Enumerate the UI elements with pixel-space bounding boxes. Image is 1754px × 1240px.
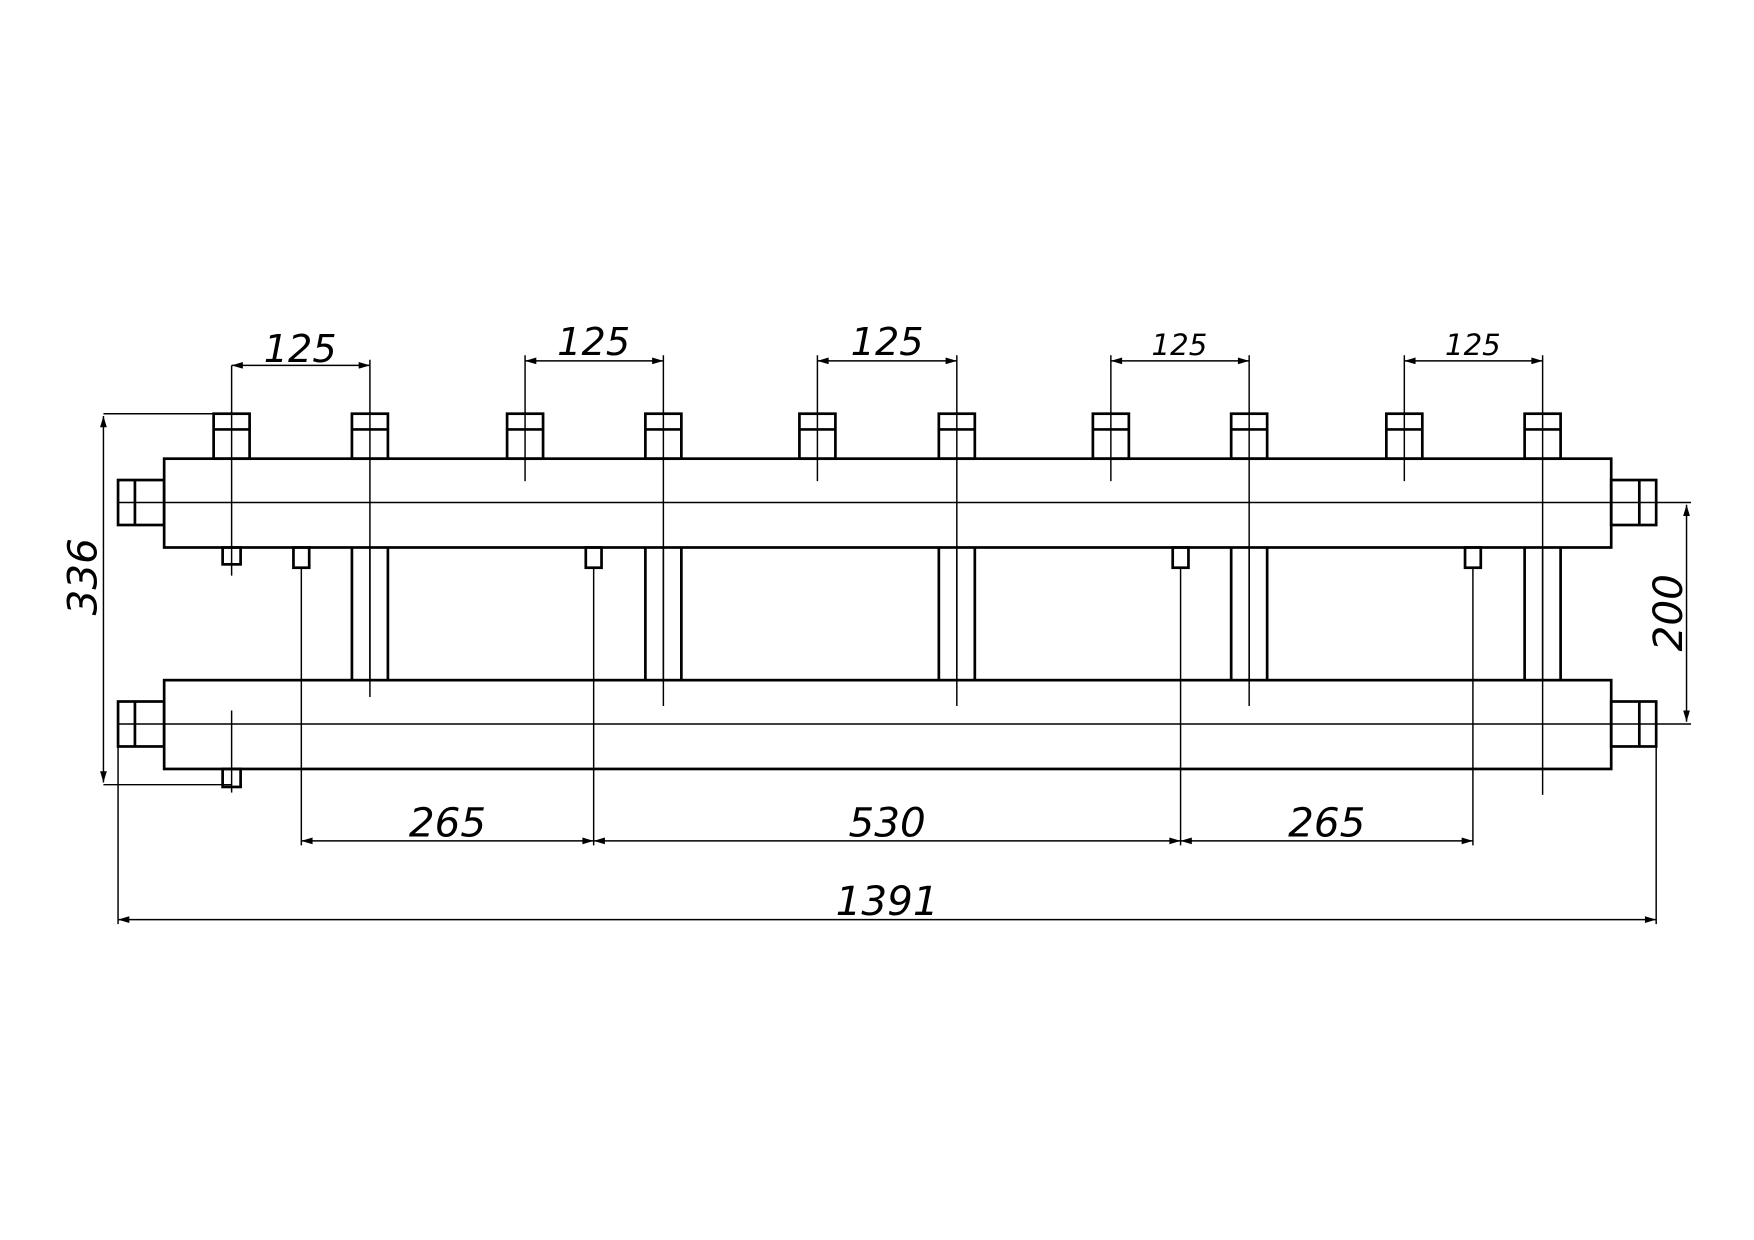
dim-336: 336 [59, 538, 107, 615]
dim-125-1: 125 [264, 328, 337, 372]
end-fittings [116, 478, 1658, 748]
small-nozzle [1463, 546, 1483, 570]
dim-200: 200 [1644, 574, 1692, 651]
dim-125-3: 125 [851, 321, 924, 365]
small-nozzle [1171, 546, 1190, 570]
dim-530: 530 [848, 798, 925, 846]
small-nozzles [221, 546, 1483, 789]
top-nozzles [212, 412, 1562, 461]
small-nozzle [584, 546, 603, 570]
dim-125-2: 125 [557, 321, 630, 365]
axis-lines [230, 355, 1544, 846]
small-nozzle [292, 546, 311, 570]
dim-265-left: 265 [409, 798, 486, 846]
dim-1391: 1391 [836, 877, 939, 925]
dim-125-4: 125 [1152, 328, 1208, 362]
dimension-lines [100, 357, 1690, 925]
connecting-pipes [350, 547, 1562, 681]
dim-265-right: 265 [1288, 798, 1365, 846]
dim-125-5: 125 [1445, 328, 1501, 362]
